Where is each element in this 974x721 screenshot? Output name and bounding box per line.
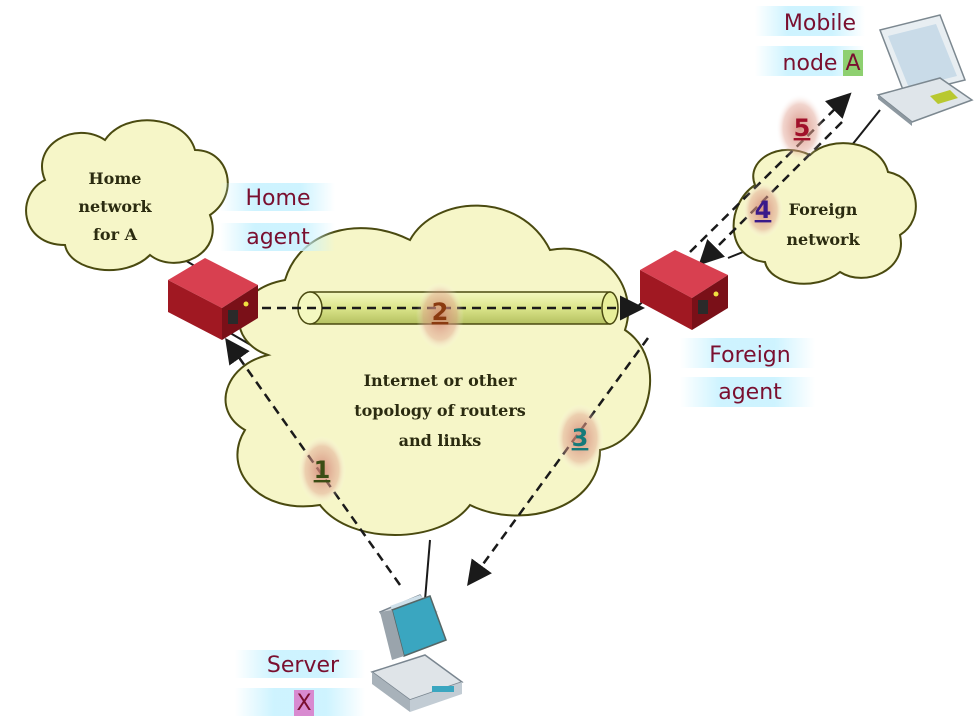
foreign-agent-line-1: Foreign: [709, 343, 790, 368]
server-id: X: [296, 691, 311, 716]
foreign-agent-line-2: agent: [718, 380, 782, 405]
home-network-cloud: [25, 119, 229, 271]
step-3-label: 3: [572, 424, 589, 452]
home-agent-line-2: agent: [246, 225, 310, 250]
home-network-line-2: network: [78, 197, 152, 216]
home-agent-router: [168, 258, 258, 340]
path-server-to-home-agent: [225, 337, 402, 586]
mobile-node-label: Mobile node A: [755, 6, 865, 76]
step-4-label: 4: [755, 196, 772, 224]
server-internet-link: [424, 539, 431, 601]
mobile-node-line-2: node: [783, 51, 838, 76]
foreign-network-line-2: network: [786, 230, 860, 249]
step-5-blot: [776, 94, 824, 162]
step-2-label: 2: [432, 298, 449, 326]
step-1-label: 1: [314, 456, 331, 484]
foreign-agent-label: Foreign agent: [680, 338, 815, 407]
step-4-blot: [743, 182, 783, 238]
internet-line-1: Internet or other: [364, 371, 517, 390]
internet-line-2: topology of routers: [354, 401, 526, 420]
step-5-label: 5: [794, 114, 811, 142]
mobile-node-line-1: Mobile: [784, 11, 856, 36]
foreign-network-line-1: Foreign: [789, 200, 858, 219]
laptop-icon: [876, 14, 974, 126]
server-computer-icon: [370, 594, 464, 712]
path-foreign-agent-to-server: [467, 337, 650, 587]
step-markers: 1 2 3 4 5: [298, 94, 824, 504]
home-agent-label: Home agent: [220, 183, 335, 251]
foreign-agent-router: [640, 250, 728, 330]
step-1-blot: [298, 436, 346, 504]
internet-line-3: and links: [399, 431, 482, 450]
server-line-1: Server: [267, 653, 340, 678]
mobile-node-id: A: [845, 51, 860, 76]
home-network-line-3: for A: [93, 225, 138, 244]
step-3-blot: [556, 404, 604, 472]
server-label: Server X: [235, 650, 365, 716]
step-2-blot: [416, 282, 464, 350]
home-agent-line-1: Home: [246, 186, 311, 211]
home-network-line-1: Home: [89, 169, 142, 188]
